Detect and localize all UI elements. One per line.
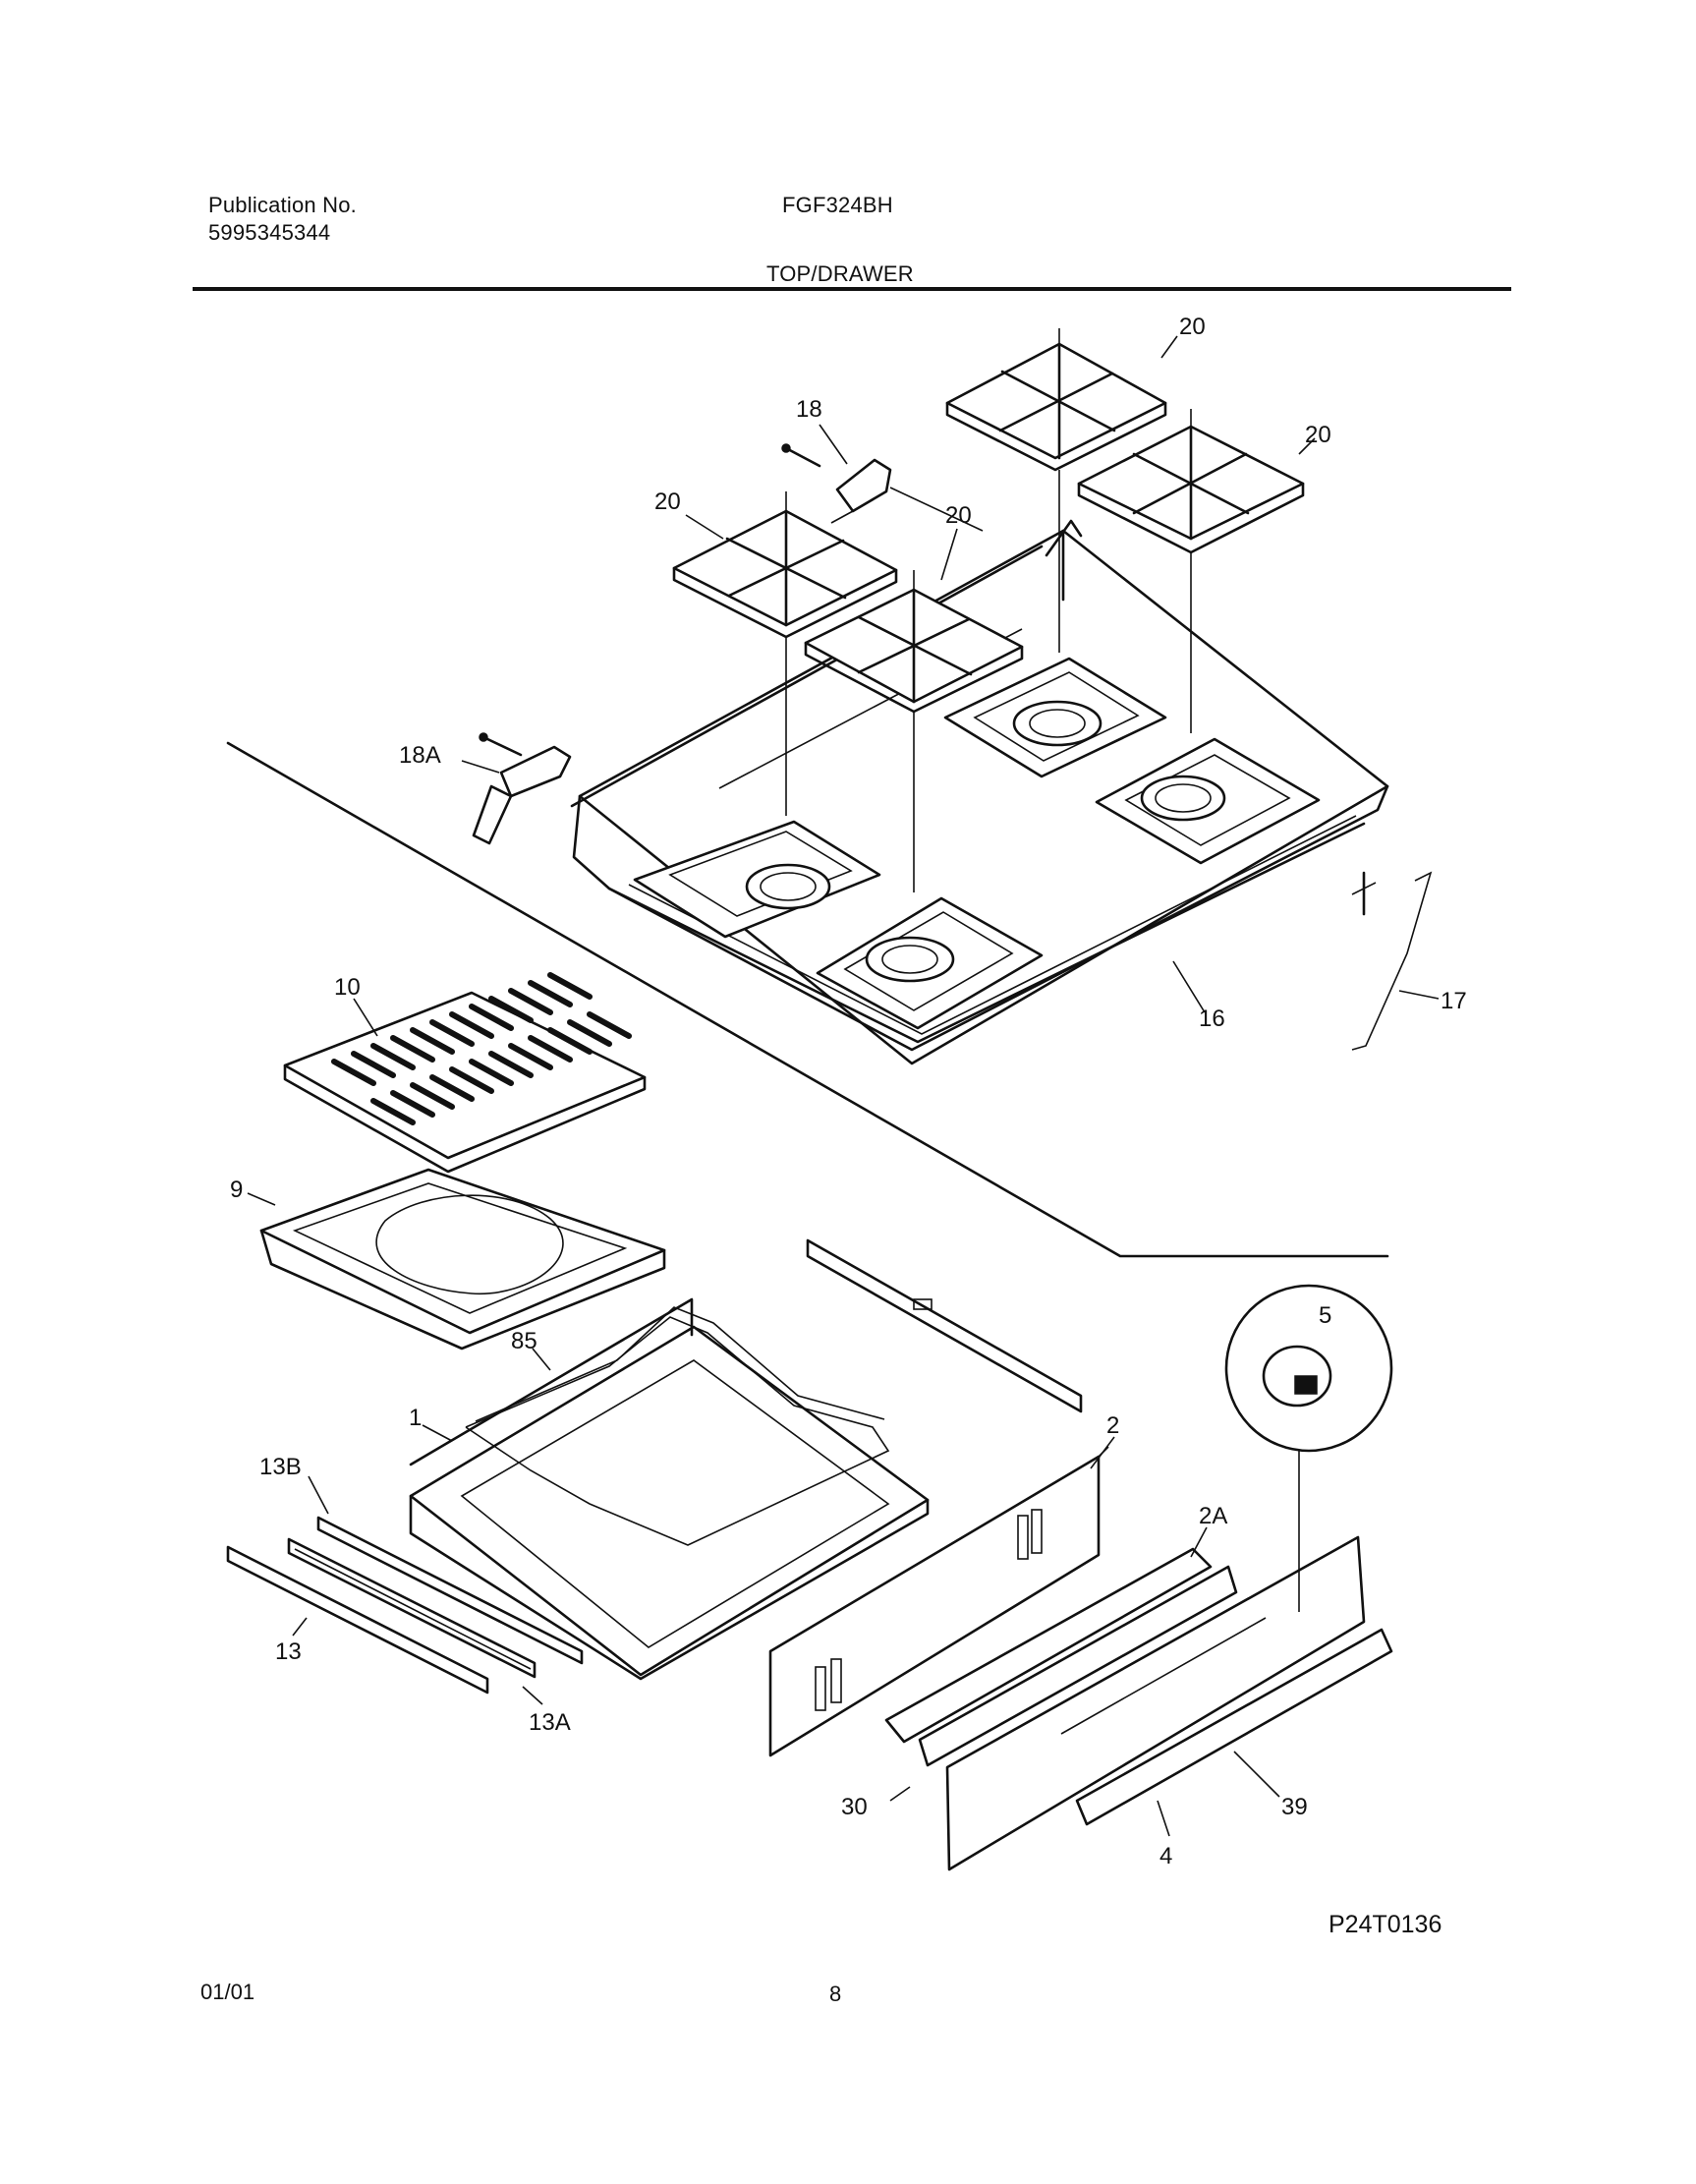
grid-slot xyxy=(508,988,553,1015)
grid-slot xyxy=(449,1011,494,1039)
publication-label: Publication No. xyxy=(208,193,357,217)
broiler-pan-part-9 xyxy=(259,1168,666,1351)
callout-5: 5 xyxy=(1319,1302,1331,1329)
callout-13: 13 xyxy=(275,1638,302,1665)
callout-10: 10 xyxy=(334,974,361,1001)
handle-part-39 xyxy=(1075,1628,1393,1826)
publication-number: 5995345344 xyxy=(208,220,331,245)
grid-slot xyxy=(410,1082,455,1110)
grid-slot xyxy=(370,1043,416,1070)
callout-2: 2 xyxy=(1106,1412,1119,1439)
grid-slot xyxy=(469,1059,514,1086)
callout-13b: 13B xyxy=(259,1454,302,1480)
slide-part-13b xyxy=(316,1516,584,1665)
callout-20: 20 xyxy=(945,502,972,529)
section-title: TOP/DRAWER xyxy=(766,261,914,286)
grid-slot xyxy=(528,980,573,1007)
callout-18a: 18A xyxy=(399,742,441,769)
header-rule xyxy=(193,287,1511,291)
callout-17: 17 xyxy=(1441,988,1467,1014)
drawer-rail xyxy=(806,1238,1083,1413)
panel-part-30 xyxy=(918,1565,1238,1767)
leader-lines xyxy=(247,335,1440,1837)
callout-85: 85 xyxy=(511,1328,537,1354)
grid-slot xyxy=(390,1090,435,1118)
grid-slot xyxy=(547,1027,593,1055)
grid-slot xyxy=(351,1051,396,1078)
grid-slot xyxy=(331,1059,376,1086)
slide-part-13a xyxy=(287,1537,537,1679)
grid-slot xyxy=(429,1074,475,1102)
grid-slot xyxy=(567,1019,612,1047)
drawer-frame-part-1 xyxy=(409,1297,930,1681)
callout-labels: 20 20 20 20 18 18A 16 17 10 9 85 1 13B 1… xyxy=(230,314,1467,1869)
page-number: 8 xyxy=(829,1982,842,2006)
callout-9: 9 xyxy=(230,1177,243,1203)
grid-slot xyxy=(390,1035,435,1063)
trim-part-2a xyxy=(884,1547,1213,1744)
callout-20: 20 xyxy=(654,489,681,515)
callout-2a: 2A xyxy=(1199,1503,1227,1529)
callout-39: 39 xyxy=(1281,1794,1308,1820)
callout-20: 20 xyxy=(1179,314,1206,340)
grate-guide-lines xyxy=(785,470,1192,892)
grid-slot xyxy=(587,1011,632,1039)
grate-rear-left xyxy=(945,328,1167,472)
section-divider-line xyxy=(226,741,1389,1258)
callout-20: 20 xyxy=(1305,422,1331,448)
grid-slot xyxy=(528,1035,573,1063)
callout-18: 18 xyxy=(796,396,822,423)
trim-part-17 xyxy=(1351,871,1433,1051)
grid-slot xyxy=(410,1027,455,1055)
burner-pan-rear-left xyxy=(943,657,1167,778)
callout-30: 30 xyxy=(841,1794,868,1820)
grid-slot xyxy=(469,1004,514,1031)
drawer-front-panel-part-4 xyxy=(945,1535,1366,1871)
broiler-grid-part-10 xyxy=(283,972,647,1174)
grate-front-right xyxy=(804,570,1024,714)
bracket-part-18 xyxy=(781,443,984,532)
drawer-back-part-2 xyxy=(768,1446,1109,1757)
cooktop-part-16 xyxy=(570,519,1389,1065)
grid-slot xyxy=(488,1051,534,1078)
detail-circle-part-5 xyxy=(1224,1284,1393,1612)
callout-4: 4 xyxy=(1159,1843,1172,1869)
burner-pan-front-left xyxy=(633,820,881,939)
footer-date: 01/01 xyxy=(200,1980,255,2004)
callout-16: 16 xyxy=(1199,1006,1225,1032)
wire-frame-part-85 xyxy=(465,1306,890,1546)
grid-slot xyxy=(429,1019,475,1047)
grid-slot xyxy=(449,1066,494,1094)
burner-pan-front-right xyxy=(816,896,1044,1030)
callout-1: 1 xyxy=(409,1405,422,1431)
callout-13a: 13A xyxy=(529,1709,571,1736)
figure-id: P24T0136 xyxy=(1329,1911,1442,1938)
grid-slot xyxy=(547,972,593,1000)
grid-slot xyxy=(370,1098,416,1125)
model-number: FGF324BH xyxy=(782,193,893,217)
slide-part-13 xyxy=(226,1545,489,1695)
grid-slot xyxy=(488,996,534,1023)
bracket-part-18a xyxy=(472,732,572,845)
burner-pan-rear-right xyxy=(1095,737,1321,865)
grid-slot xyxy=(508,1043,553,1070)
